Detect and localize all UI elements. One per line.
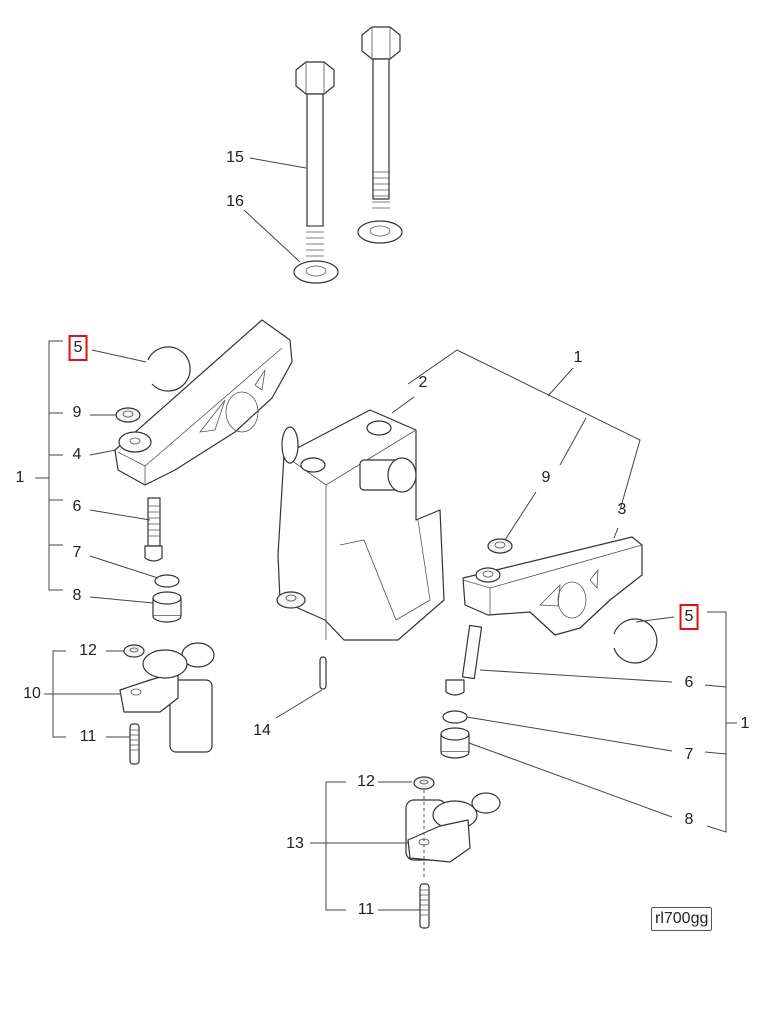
callout-12-bottom[interactable]: 12 bbox=[357, 773, 375, 790]
oring-left-7[interactable] bbox=[154, 574, 180, 588]
reference-code: rl700gg bbox=[651, 907, 713, 931]
rocker-arm-right[interactable] bbox=[462, 536, 643, 636]
callout-10[interactable]: 10 bbox=[23, 685, 41, 702]
callout-11-bottom[interactable]: 11 bbox=[357, 901, 375, 918]
callout-14[interactable]: 14 bbox=[253, 722, 271, 739]
callout-8-right[interactable]: 8 bbox=[684, 811, 694, 828]
dowel-pin[interactable] bbox=[319, 656, 327, 690]
rocker-support-block[interactable] bbox=[276, 409, 445, 641]
retaining-ring-right[interactable] bbox=[613, 618, 658, 664]
cam-follower-bottom[interactable] bbox=[405, 790, 501, 880]
callout-6-right[interactable]: 6 bbox=[684, 674, 694, 691]
callout-1-left[interactable]: 1 bbox=[15, 469, 25, 486]
bolt-right[interactable] bbox=[361, 26, 401, 209]
callout-5-right-highlighted[interactable]: 5 bbox=[679, 604, 699, 630]
adjusting-screw-left-11[interactable] bbox=[129, 723, 140, 765]
callout-1-top[interactable]: 1 bbox=[573, 349, 583, 366]
washer-left[interactable] bbox=[293, 260, 339, 284]
screw-left-6[interactable] bbox=[144, 497, 163, 562]
adjusting-screw-bottom-11[interactable] bbox=[419, 883, 430, 929]
callout-2[interactable]: 2 bbox=[418, 374, 428, 391]
bolt-left[interactable] bbox=[295, 61, 335, 257]
callout-6-left[interactable]: 6 bbox=[72, 498, 82, 515]
retaining-ring-left[interactable] bbox=[147, 346, 191, 392]
nut-left-12[interactable] bbox=[123, 644, 145, 658]
callout-5-left-highlighted[interactable]: 5 bbox=[68, 335, 88, 361]
callout-3[interactable]: 3 bbox=[617, 501, 627, 518]
callout-15[interactable]: 15 bbox=[226, 149, 244, 166]
screw-right-6[interactable] bbox=[445, 624, 483, 696]
callout-7-left[interactable]: 7 bbox=[72, 544, 82, 561]
callout-1-right[interactable]: 1 bbox=[740, 715, 750, 732]
bushing-left-8[interactable] bbox=[152, 591, 182, 623]
bushing-right-8[interactable] bbox=[440, 727, 470, 759]
nut-right-9[interactable] bbox=[487, 538, 513, 554]
washer-right[interactable] bbox=[357, 220, 403, 244]
rocker-arm-left[interactable] bbox=[114, 319, 293, 486]
callout-13[interactable]: 13 bbox=[286, 835, 304, 852]
cam-follower-left[interactable] bbox=[119, 642, 215, 753]
callout-4[interactable]: 4 bbox=[72, 446, 82, 463]
oring-right-7[interactable] bbox=[442, 710, 468, 724]
callout-11-left[interactable]: 11 bbox=[79, 728, 97, 745]
nut-bottom-12[interactable] bbox=[413, 776, 435, 790]
callout-9-right[interactable]: 9 bbox=[541, 469, 551, 486]
callout-7-right[interactable]: 7 bbox=[684, 746, 694, 763]
callout-12-left[interactable]: 12 bbox=[79, 642, 97, 659]
leader-lines bbox=[35, 157, 737, 911]
callout-8-left[interactable]: 8 bbox=[72, 587, 82, 604]
callout-9-left[interactable]: 9 bbox=[72, 404, 82, 421]
callout-16[interactable]: 16 bbox=[226, 193, 244, 210]
nut-left-9[interactable] bbox=[115, 407, 141, 423]
